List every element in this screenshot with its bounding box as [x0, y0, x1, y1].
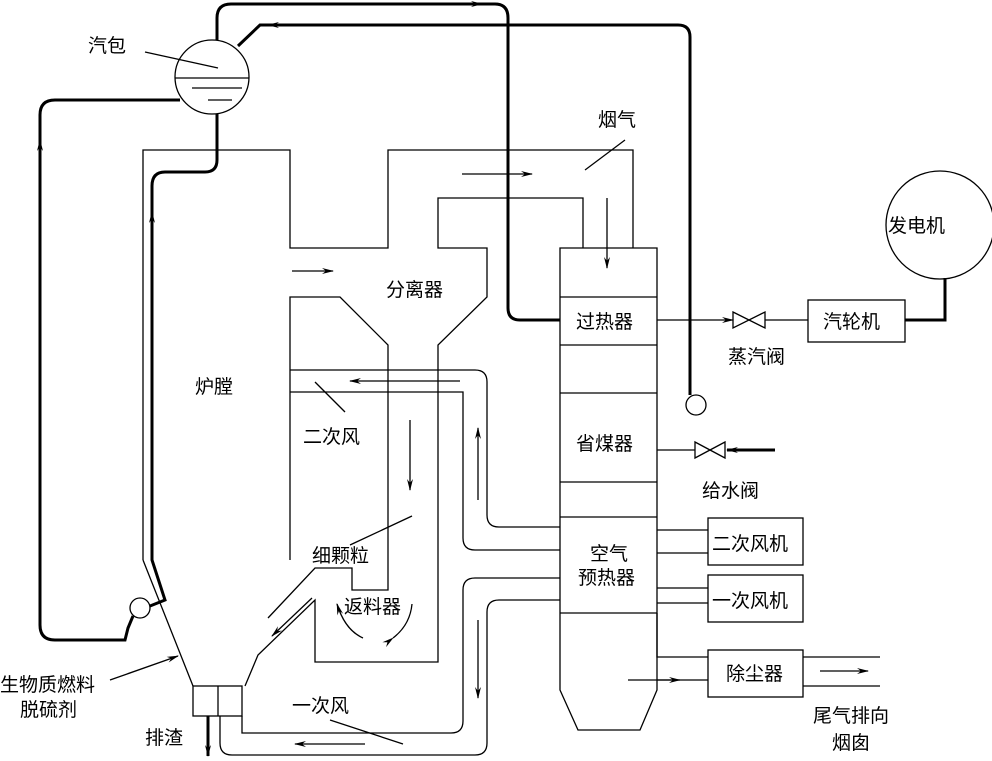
label-secondary-air: 二次风 — [303, 426, 360, 448]
lower-header — [129, 597, 151, 619]
label-drum: 汽包 — [88, 35, 126, 57]
arrow-icon — [382, 603, 413, 648]
label-economizer: 省煤器 — [576, 433, 633, 455]
riser-pipe — [149, 114, 219, 608]
label-superheater: 过热器 — [576, 311, 633, 333]
label-separator: 分离器 — [386, 279, 443, 301]
dust-collector-box — [707, 649, 804, 698]
label-exhaust-2: 烟囱 — [832, 732, 870, 754]
steam-pipe-to-superheater — [215, 2, 560, 322]
label-furnace: 炉膛 — [195, 376, 233, 398]
feedwater-pipe-to-drum — [236, 23, 692, 395]
feedwater-valve-icon — [694, 440, 726, 460]
steam-valve-icon — [732, 310, 766, 330]
label-fuel-1: 生物质燃料 — [0, 674, 95, 696]
label-slag: 排渣 — [145, 727, 183, 749]
secondary-air-duct — [290, 369, 560, 528]
label-fine-particles: 细颗粒 — [312, 545, 369, 567]
arrow-icon — [271, 597, 313, 637]
label-feedwater-valve: 给水阀 — [702, 480, 759, 502]
economizer-header — [685, 394, 707, 416]
primary-fan-box — [707, 574, 804, 623]
label-return-feeder: 返料器 — [344, 596, 401, 618]
generator-circle — [885, 170, 992, 280]
secondary-fan-box — [707, 517, 804, 566]
label-generator: 发电机 — [888, 215, 945, 237]
furnace-wall — [142, 149, 634, 560]
label-primary-fan: 一次风机 — [712, 590, 788, 612]
label-flue-gas: 烟气 — [598, 109, 636, 131]
drum-leader-line — [144, 51, 219, 69]
label-exhaust-1: 尾气排向 — [813, 705, 889, 727]
label-fuel-2: 脱硫剂 — [20, 699, 77, 721]
label-turbine: 汽轮机 — [823, 311, 880, 333]
label-secondary-fan: 二次风机 — [712, 533, 788, 555]
furnace-wall-right — [267, 296, 389, 619]
arrow-icon — [336, 603, 364, 639]
label-primary-air: 一次风 — [292, 695, 349, 717]
steam-drum — [144, 39, 250, 115]
label-air-preheater-2: 预热器 — [578, 567, 635, 589]
downcomer-pipe — [38, 98, 180, 642]
arrow-icon — [109, 655, 179, 681]
tail-stack — [559, 247, 658, 731]
label-air-preheater-1: 空气 — [590, 543, 628, 565]
primary-air-duct — [241, 577, 560, 734]
label-steam-valve: 蒸汽阀 — [728, 346, 785, 368]
label-dust-collector: 除尘器 — [726, 663, 783, 685]
